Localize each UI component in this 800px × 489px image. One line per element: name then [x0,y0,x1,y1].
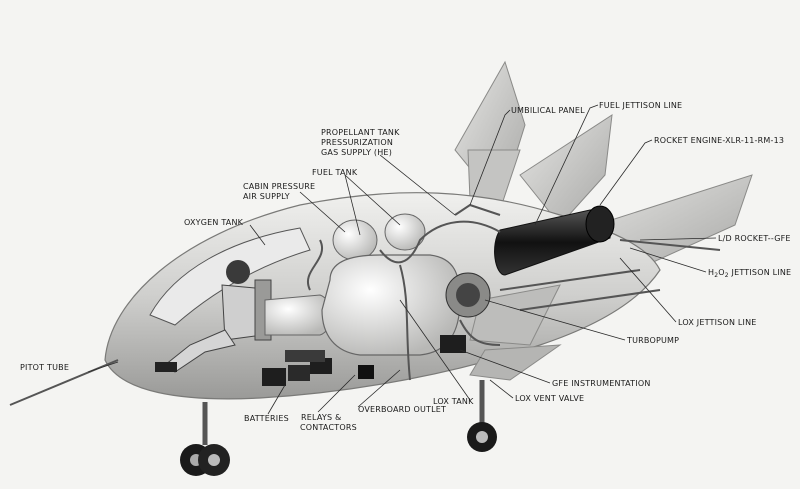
label-turbopump: TURBOPUMP [627,336,680,345]
leader-lines [87,104,717,415]
label-batteries: BATTERIES [244,414,289,423]
label-ld-rocket: L/D ROCKET--GFE [718,234,791,243]
lower-fin [469,284,562,381]
label-gfe-instrumentation: GFE INSTRUMENTATION [552,379,651,388]
center-tail-fin [519,113,613,226]
label-overboard-outlet: OVERBOARD OUTLET [358,405,447,414]
lox-tank-cylinder [321,254,461,356]
rocket-engine-body [494,205,615,276]
label-lox-jettison-line: LOX JETTISON LINE [678,318,757,327]
gfe-box [440,335,466,353]
label-lox-tank: LOX TANK [433,397,474,406]
label-cabin-pressure: CABIN PRESSURE [243,182,316,191]
label-lox-vent-valve: LOX VENT VALVE [515,394,585,403]
label-fuel-jettison-line: FUEL JETTISON LINE [599,101,683,110]
label-relays: RELAYS & [301,413,342,422]
fuel-tank-spheres [332,213,426,261]
label-pitot-tube: PITOT TUBE [20,363,70,372]
pitot-tube-probe [9,359,119,406]
label-contactors: CONTACTORS [300,423,357,432]
label-rocket-engine: ROCKET ENGINE-XLR-11-RM-13 [654,136,785,145]
battery-packs [262,350,332,386]
oxygen-tank-cylinder [264,294,332,336]
label-h2o2-jettison-line: H2O2 JETTISON LINE [708,268,792,279]
pilot-figure [155,260,272,373]
label-air-supply: AIR SUPPLY [243,192,290,201]
label-umbilical-panel: UMBILICAL PANEL [511,106,585,115]
label-pressurization: PRESSURIZATION [321,138,394,147]
label-oxygen-tank: OXYGEN TANK [184,218,244,227]
nose-landing-gear [180,402,230,476]
relays-box [358,365,374,379]
main-landing-gear [467,380,497,452]
label-gas-supply: GAS SUPPLY (He) [321,148,393,157]
turbopump-unit [445,272,491,318]
label-fuel-tank: FUEL TANK [312,168,358,177]
label-propellant-tank: PROPELLANT TANK [321,128,400,137]
